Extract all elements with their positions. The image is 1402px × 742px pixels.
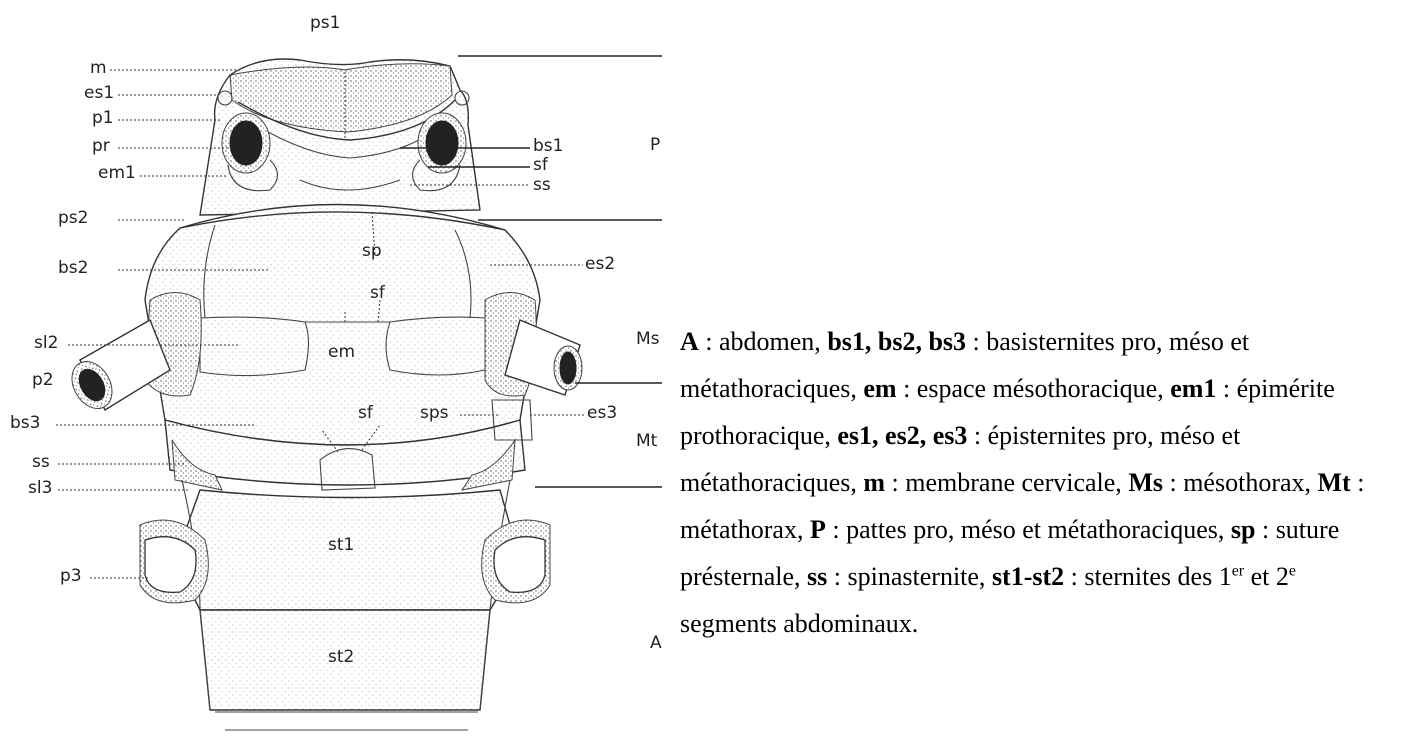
label-sf-low: sf — [358, 403, 374, 423]
legend-term: ss — [807, 562, 827, 591]
label-ss-top: ss — [533, 175, 551, 195]
label-bs1: bs1 — [533, 136, 563, 156]
label-es3: es3 — [587, 403, 617, 423]
region-Mt: Mt — [636, 431, 658, 451]
insect-thorax-diagram: ps1 m es1 p1 pr em1 ps2 bs2 sl2 p2 bs3 s… — [0, 0, 680, 742]
legend-text: A : abdomen, bs1, bs2, bs3 : basisternit… — [680, 318, 1392, 647]
label-bs2: bs2 — [58, 258, 88, 278]
label-m: m — [90, 58, 107, 78]
abdomen — [140, 480, 550, 730]
label-ss-left: ss — [32, 452, 50, 472]
legend-term: P — [810, 515, 826, 544]
region-P: P — [650, 135, 660, 155]
legend-term: Mt — [1318, 468, 1351, 497]
legend-tail-second-sup: e — [1289, 562, 1296, 579]
label-ps2: ps2 — [58, 208, 88, 228]
legend-desc: : membrane cervicale, — [885, 468, 1128, 497]
label-es1: es1 — [84, 83, 114, 103]
legend-tail-middle: et 2 — [1244, 562, 1289, 591]
legend-desc: : mésothorax, — [1163, 468, 1318, 497]
region-Ms: Ms — [636, 329, 660, 349]
label-ps1: ps1 — [310, 13, 340, 33]
legend-term: m — [863, 468, 885, 497]
legend-term: A — [680, 327, 699, 356]
legend-desc: : spinasternite, — [827, 562, 992, 591]
legend-desc: : abdomen, — [699, 327, 828, 356]
label-sf-mid: sf — [370, 283, 386, 303]
label-bs3: bs3 — [10, 413, 40, 433]
label-p3: p3 — [60, 566, 82, 586]
label-sl3: sl3 — [28, 478, 52, 498]
legend-desc: : espace mésothoracique, — [897, 374, 1171, 403]
mesothorax — [64, 204, 582, 445]
label-em1: em1 — [98, 163, 136, 183]
label-sp: sp — [362, 241, 382, 261]
label-sf-top: sf — [533, 155, 549, 175]
label-sps: sps — [420, 403, 449, 423]
legend-term: st1-st2 — [992, 562, 1064, 591]
legend-desc: : pattes pro, méso et métathoraciques, — [826, 515, 1231, 544]
legend-term: bs1, bs2, bs3 — [827, 327, 966, 356]
label-st2: st2 — [328, 647, 354, 667]
legend-term: es1, es2, es3 — [837, 421, 967, 450]
legend-term: em — [863, 374, 896, 403]
label-pr: pr — [92, 136, 110, 156]
label-em: em — [328, 342, 355, 362]
label-p1: p1 — [92, 108, 114, 128]
label-sl2: sl2 — [34, 333, 58, 353]
legend-tail-first-sup: er — [1232, 562, 1244, 579]
legend-desc: : sternites des — [1064, 562, 1219, 591]
legend-term: sp — [1231, 515, 1256, 544]
prothorax — [200, 59, 480, 215]
label-st1: st1 — [328, 535, 354, 555]
label-es2: es2 — [585, 254, 615, 274]
legend-tail-first-num: 1 — [1219, 562, 1232, 591]
legend-term: em1 — [1170, 374, 1216, 403]
label-p2: p2 — [32, 370, 54, 390]
legend-tail-end: segments abdominaux. — [680, 609, 918, 638]
region-A: A — [650, 633, 662, 653]
legend-term: Ms — [1128, 468, 1163, 497]
